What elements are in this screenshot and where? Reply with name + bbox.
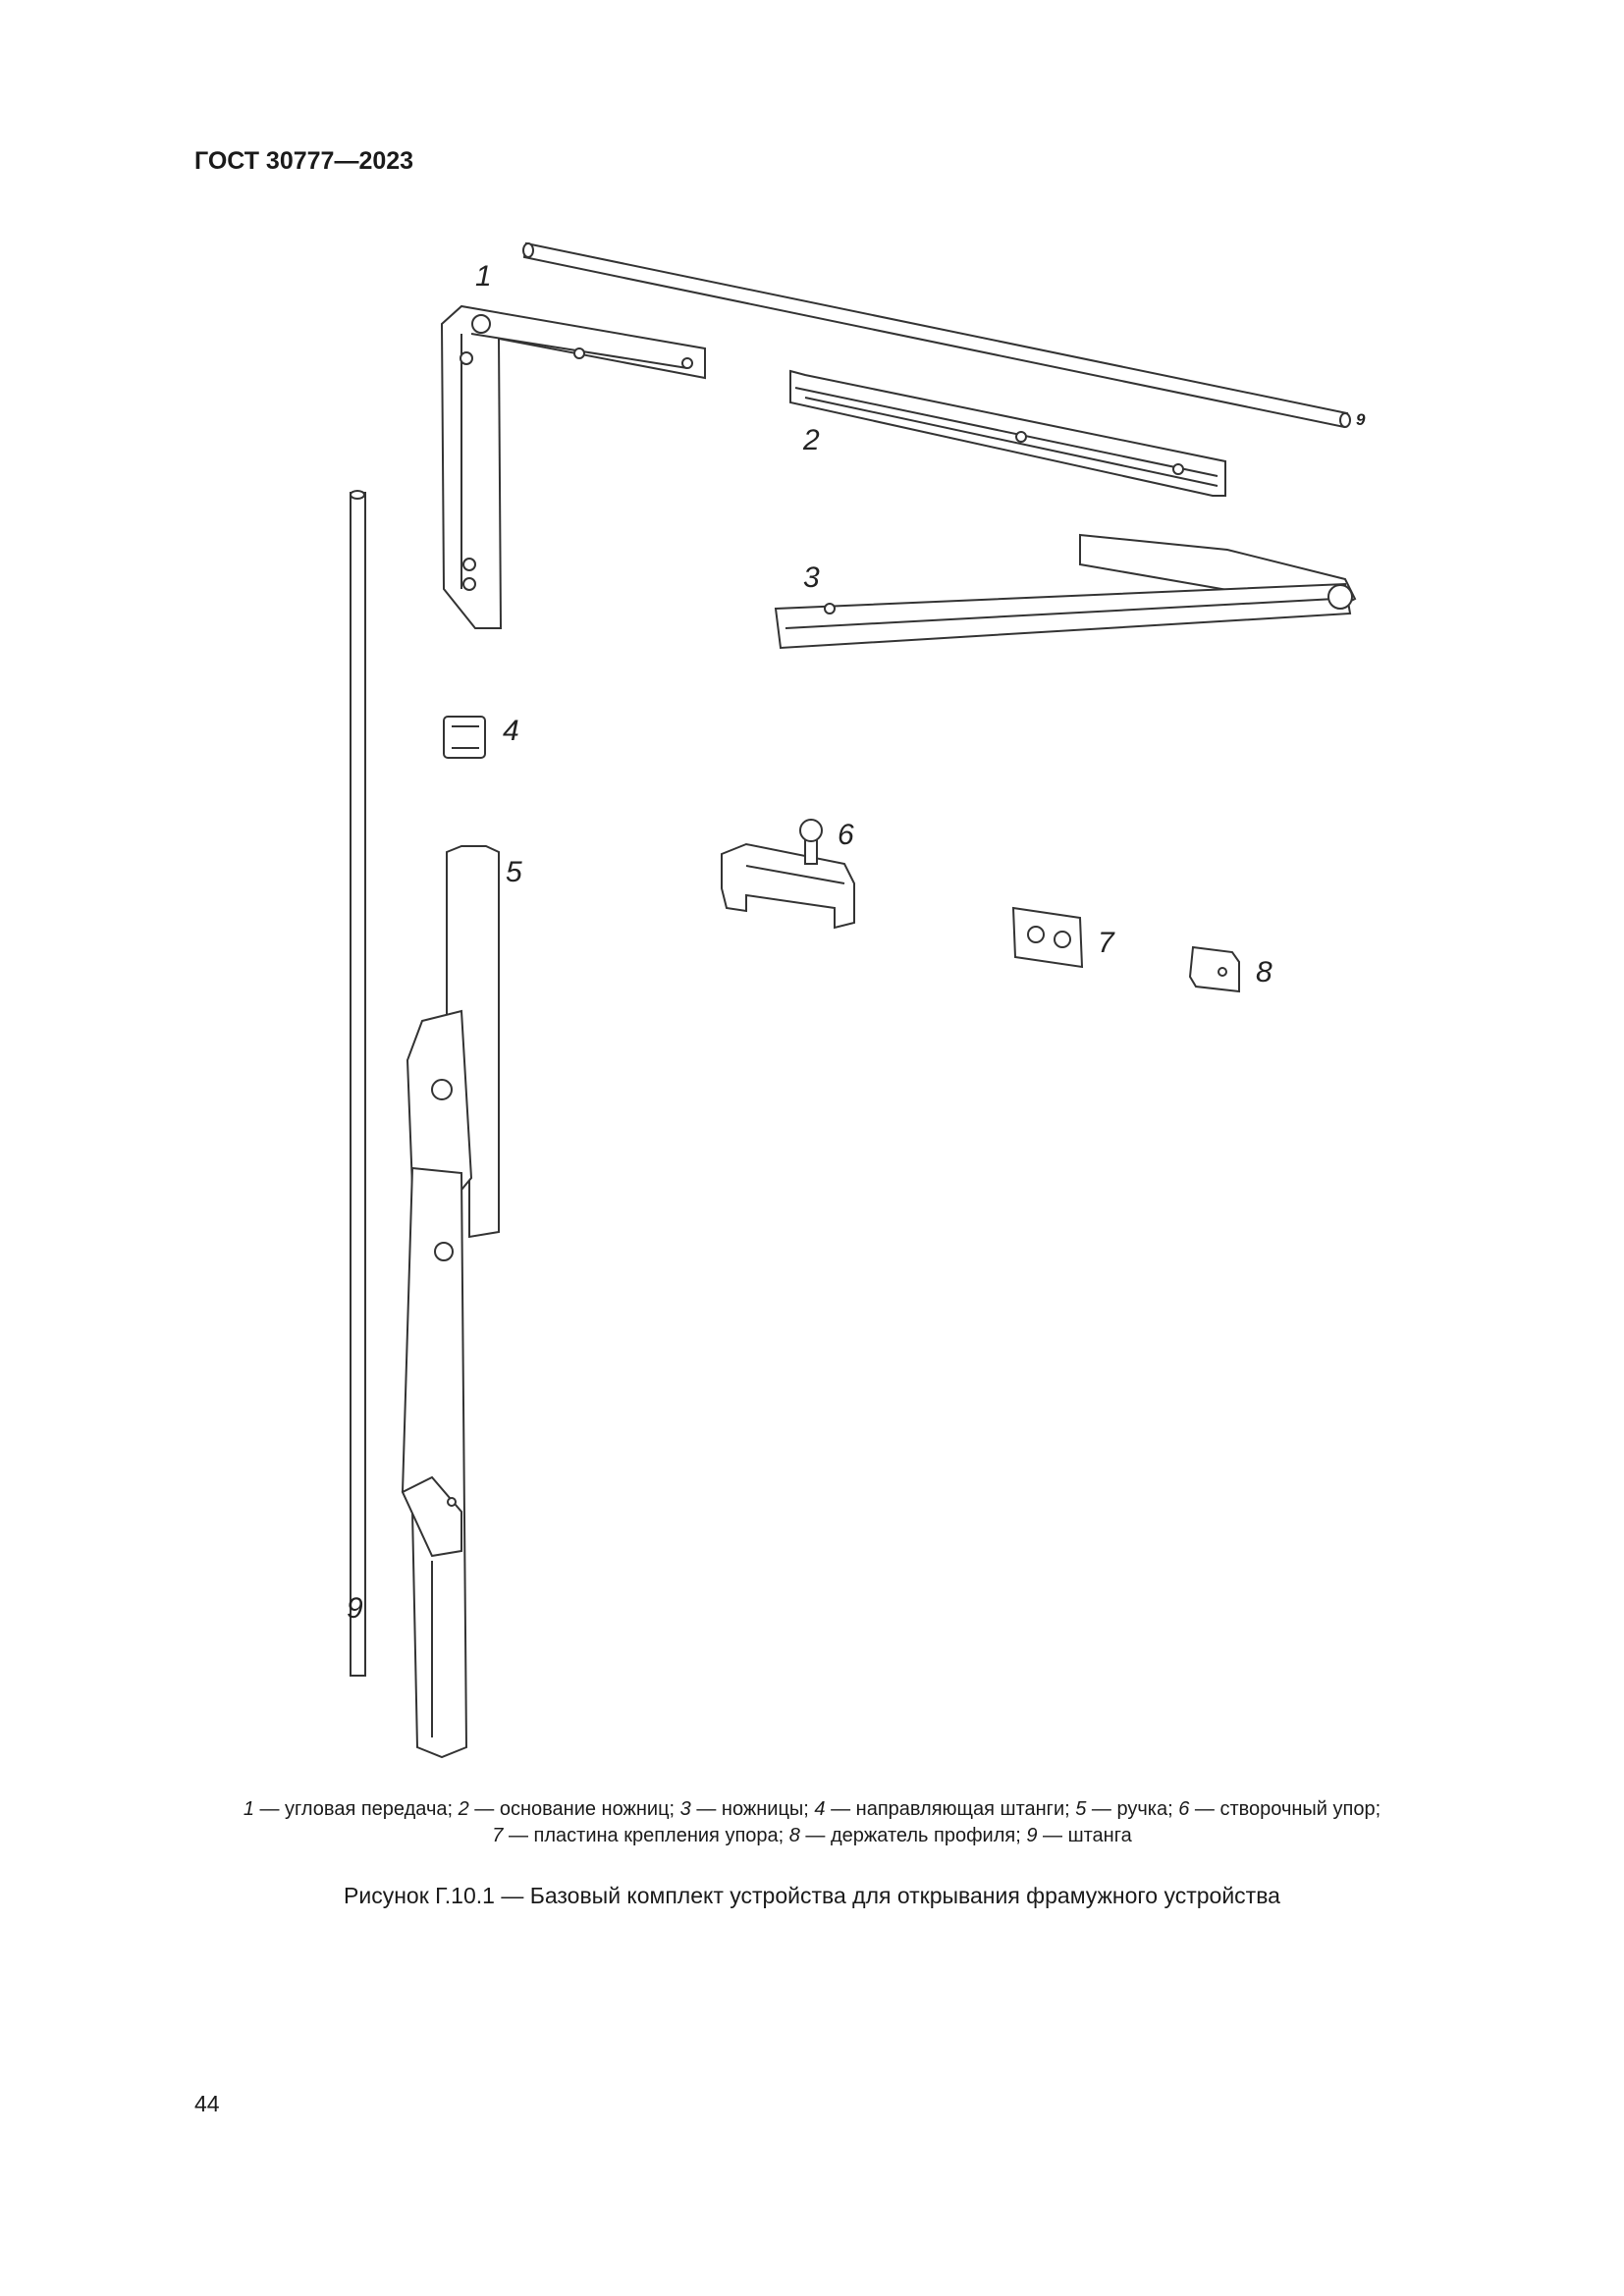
scissors (774, 533, 1357, 650)
legend-num: 1 (243, 1798, 254, 1820)
figure-legend: 1 — угловая передача; 2 — основание ножн… (147, 1796, 1477, 1849)
legend-text: — угловая передача; (253, 1798, 459, 1820)
legend-text: — направляющая штанги; (825, 1798, 1076, 1820)
part-label-9-top: 9 (1356, 410, 1366, 429)
figure-caption: Рисунок Г.10.1 — Базовый комплект устрой… (344, 1883, 1280, 1908)
legend-text: — основание ножниц; (468, 1798, 680, 1820)
legend-text: — ручка; (1086, 1798, 1179, 1820)
part-label-4: 4 (503, 715, 519, 747)
legend-text: — пластина крепления упора; (503, 1825, 789, 1846)
rod-guide (443, 716, 486, 759)
hardware-illustration (350, 241, 1357, 1759)
part-label-7: 7 (1098, 927, 1114, 959)
legend-text: — держатель профиля; (799, 1825, 1027, 1846)
part-label-1: 1 (475, 260, 492, 293)
part-label-9-left: 9 (347, 1592, 363, 1625)
part-label-5: 5 (506, 856, 522, 888)
page-number: 44 (194, 2091, 220, 2116)
part-label-3: 3 (803, 561, 820, 594)
stop-mounting-plate (1011, 906, 1084, 969)
corner-drive (440, 304, 706, 629)
part-label-2: 2 (803, 424, 820, 456)
sash-stop (721, 819, 855, 930)
legend-num: 8 (788, 1825, 800, 1846)
rod-top (522, 241, 1351, 429)
legend-num: 7 (492, 1825, 504, 1846)
legend-text: — створочный упор; (1189, 1798, 1381, 1820)
legend-text: — ножницы; (690, 1798, 815, 1820)
legend-text: — штанга (1037, 1825, 1132, 1846)
handle (401, 845, 500, 1759)
document-header: ГОСТ 30777—2023 (194, 147, 414, 175)
legend-num: 6 (1178, 1798, 1190, 1820)
profile-holder (1188, 945, 1240, 993)
legend-num: 2 (458, 1798, 469, 1820)
legend-num: 3 (679, 1798, 691, 1820)
part-label-8: 8 (1256, 956, 1272, 988)
legend-num: 5 (1075, 1798, 1087, 1820)
scissors-base (789, 369, 1226, 497)
rod-left (350, 490, 366, 1677)
part-label-6: 6 (838, 819, 854, 851)
legend-num: 9 (1026, 1825, 1038, 1846)
legend-num: 4 (814, 1798, 826, 1820)
